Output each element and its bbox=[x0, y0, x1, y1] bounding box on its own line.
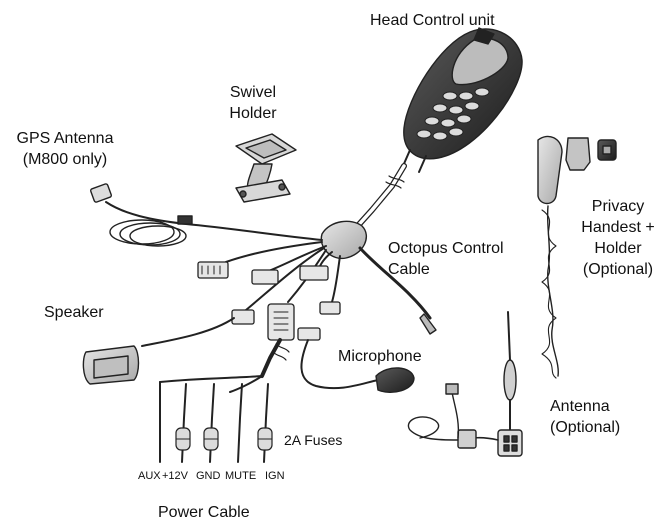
terminal-aux: AUX bbox=[138, 470, 161, 482]
terminal-12v: +12V bbox=[162, 470, 188, 482]
swivel-holder bbox=[236, 134, 296, 202]
label-antenna-optional: Antenna (Optional) bbox=[550, 396, 620, 438]
label-octopus-cable: Octopus Control Cable bbox=[388, 238, 504, 280]
label-octopus-line1: Octopus Control bbox=[388, 238, 504, 259]
label-power-cable: Power Cable bbox=[158, 502, 250, 523]
label-antenna-line2: (Optional) bbox=[550, 417, 620, 438]
label-swivel-line1: Swivel bbox=[220, 82, 286, 103]
label-swivel-holder: Swivel Holder bbox=[220, 82, 286, 124]
label-octopus-line2: Cable bbox=[388, 259, 504, 280]
microphone bbox=[376, 368, 414, 392]
label-antenna-line1: Antenna bbox=[550, 396, 620, 417]
label-gps-line2: (M800 only) bbox=[6, 149, 124, 170]
label-privacy-line2: Handest + bbox=[572, 217, 664, 238]
label-privacy-line4: (Optional) bbox=[572, 259, 664, 280]
terminal-mute: MUTE bbox=[225, 470, 256, 482]
label-head-control-unit: Head Control unit bbox=[370, 10, 495, 31]
label-microphone: Microphone bbox=[338, 346, 422, 367]
label-swivel-line2: Holder bbox=[220, 103, 286, 124]
head-control-unit bbox=[403, 28, 522, 172]
label-speaker: Speaker bbox=[44, 302, 104, 323]
label-privacy-line3: Holder bbox=[572, 238, 664, 259]
optional-antenna bbox=[408, 312, 522, 456]
label-gps-line1: GPS Antenna bbox=[6, 128, 124, 149]
label-privacy-line1: Privacy bbox=[572, 196, 664, 217]
label-2a-fuses: 2A Fuses bbox=[284, 430, 342, 451]
label-privacy-handset: Privacy Handest + Holder (Optional) bbox=[572, 196, 664, 280]
terminal-ign: IGN bbox=[265, 470, 285, 482]
octopus-hub bbox=[321, 221, 366, 258]
gps-antenna bbox=[90, 183, 112, 202]
terminal-gnd: GND bbox=[196, 470, 220, 482]
label-gps-antenna: GPS Antenna (M800 only) bbox=[6, 128, 124, 170]
